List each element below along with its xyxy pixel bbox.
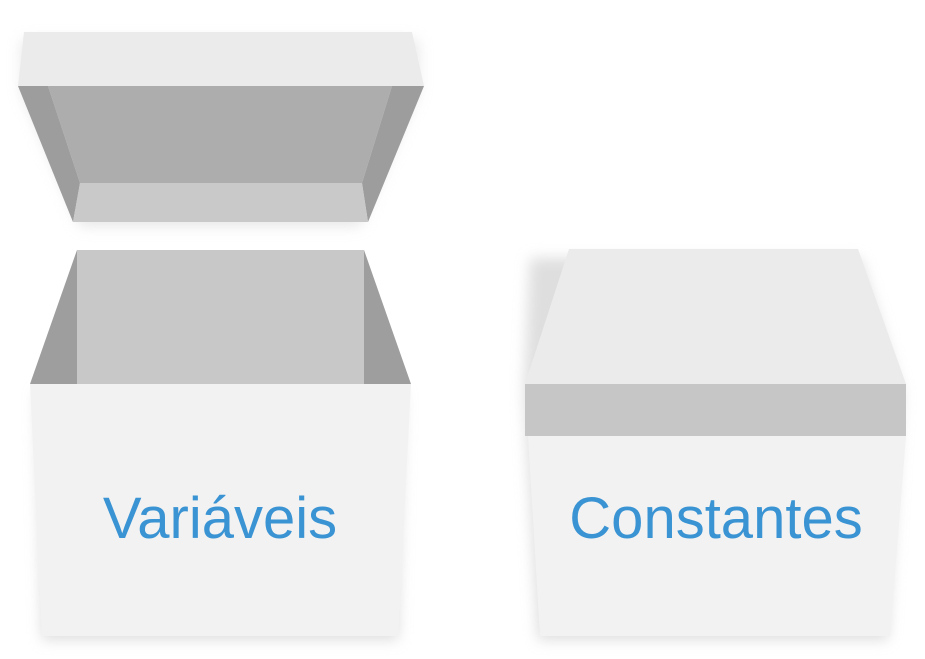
open-box-lid [18, 32, 424, 222]
open-lid-top [18, 32, 424, 86]
open-lid-left-inner [18, 86, 80, 222]
open-lid-back-inner [48, 86, 392, 183]
open-box-inside-left [30, 250, 77, 384]
open-box [18, 32, 424, 640]
variables-label: Variáveis [102, 486, 338, 551]
closed-lid-top [525, 249, 906, 384]
closed-box-front [528, 436, 906, 636]
closed-lid-band [525, 384, 906, 436]
open-lid-rim [73, 183, 368, 222]
open-box-front [30, 384, 411, 636]
open-box-inside-back [77, 250, 364, 384]
open-lid-right-inner [362, 86, 424, 222]
open-box-inside-right [364, 250, 411, 384]
open-box-body [30, 250, 411, 636]
constants-label: Constantes [569, 486, 863, 551]
closed-box [524, 249, 906, 640]
